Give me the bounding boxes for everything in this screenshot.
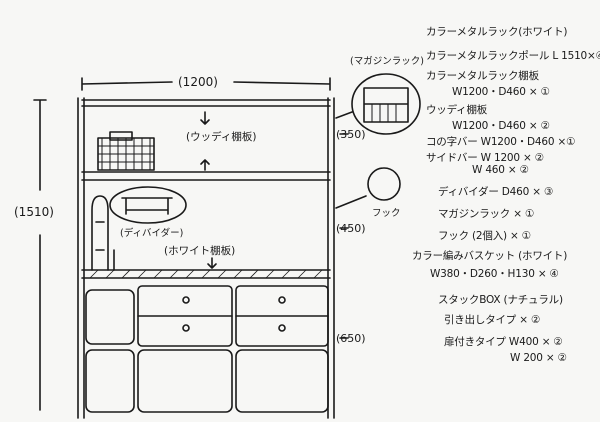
knob-2 — [182, 324, 190, 332]
shelf-wire-pattern — [89, 269, 323, 279]
stack-box-left-top — [85, 289, 135, 345]
knob-4 — [278, 324, 286, 332]
width-dimension-line — [81, 77, 331, 91]
knob-3 — [278, 296, 286, 304]
right-dimension-line — [339, 133, 349, 339]
arrow-up — [200, 159, 210, 171]
hook-label: フック — [372, 208, 401, 219]
white-shelf-label: (ホワイト棚板) — [164, 244, 235, 257]
section-top-label: (350) — [336, 128, 366, 141]
divider-callout-bubble — [109, 186, 187, 224]
magazine-rack-callout — [351, 73, 421, 135]
pole-right — [327, 97, 335, 419]
height-label: (1510) — [14, 205, 54, 219]
hook-callout — [367, 167, 401, 201]
knob-1 — [182, 296, 190, 304]
section-bottom-label: (650) — [336, 332, 366, 345]
shelf-top — [81, 99, 331, 107]
width-label: (1200) — [178, 75, 218, 89]
stack-box-bottom-3 — [235, 349, 329, 413]
section-mid-label: (450) — [336, 222, 366, 235]
stack-box-bottom-1 — [85, 349, 135, 413]
magazine-rack-label: (マガジンラック) — [350, 56, 424, 67]
arrow-down — [200, 111, 210, 125]
magazine-rack-item — [91, 195, 109, 271]
stack-box-bottom-2 — [137, 349, 233, 413]
shelf-wood — [81, 171, 331, 181]
arrow-to-white-shelf — [207, 257, 217, 269]
height-dimension-line — [33, 99, 47, 411]
shelf-white — [81, 269, 331, 279]
wood-shelf-label: (ウッディ棚板) — [186, 130, 256, 143]
pole-left — [77, 97, 85, 419]
divider-label: (ディバイダー) — [120, 227, 183, 239]
